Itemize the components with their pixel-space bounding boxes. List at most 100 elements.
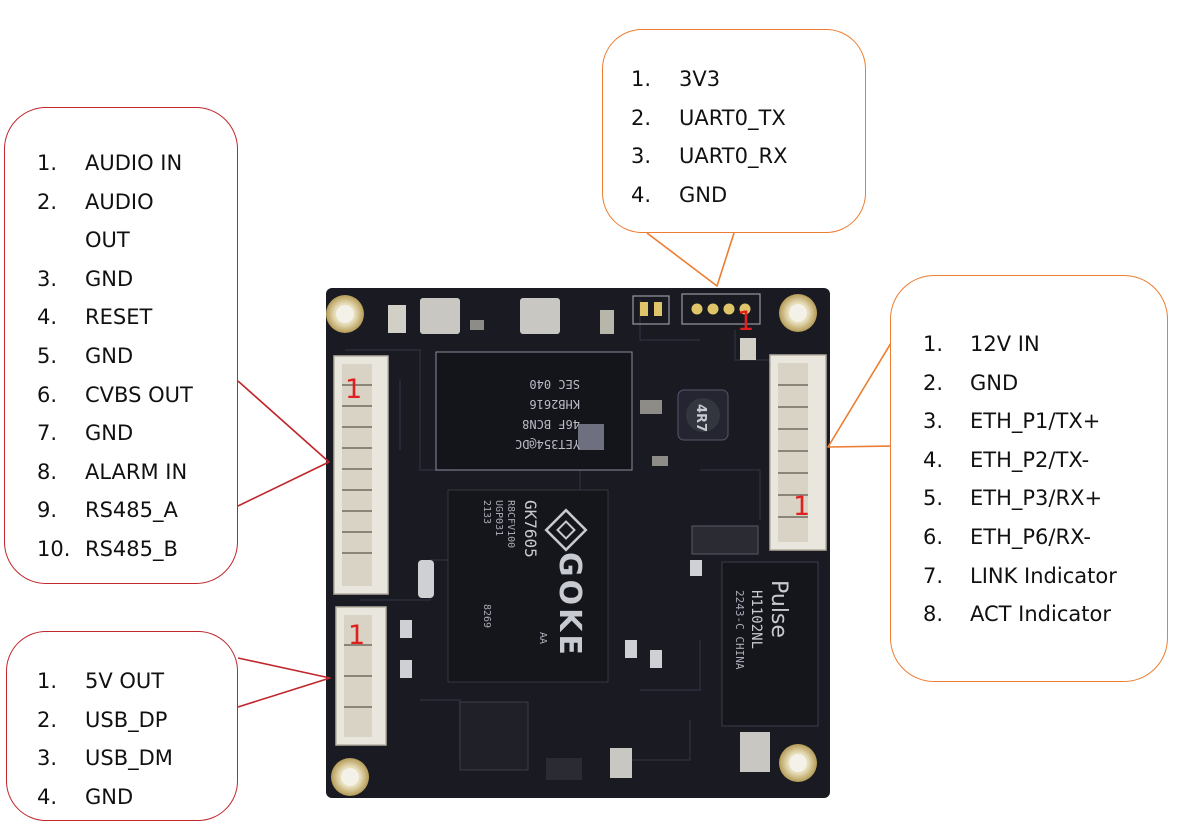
- pin-item: 9. RS485_A: [37, 491, 237, 530]
- memory-chip-line: SEC 040: [529, 377, 580, 391]
- pin-number: 4.: [37, 305, 58, 330]
- soc-line: R8CFV100: [505, 500, 516, 548]
- pin-label: 5V OUT: [85, 669, 165, 693]
- small-components: [388, 298, 770, 780]
- memory-chip-line: 46F BCN8: [522, 417, 580, 431]
- pin-number: 3.: [37, 266, 58, 291]
- pin-item: 1.3V3: [631, 60, 865, 99]
- pin-number: 8.: [923, 602, 944, 627]
- pin-item: 8. ACT Indicator: [923, 595, 1167, 634]
- pin-label: ETH_P6/RX-: [970, 524, 1091, 549]
- soc-logo-icon: [544, 508, 588, 552]
- pin-item: 2. AUDIO OUT: [37, 183, 237, 260]
- pin-number: 7.: [923, 563, 944, 588]
- pin-number: 10.: [37, 536, 71, 561]
- pin-label: GND: [85, 421, 134, 446]
- pin-item: 6.ETH_P6/RX-: [923, 518, 1167, 557]
- pin-label: AUDIO OUT: [85, 189, 154, 253]
- pin-item: 2. UART0_TX: [631, 99, 865, 138]
- power-eth-connector: [769, 354, 827, 551]
- callout-pointers: [237, 232, 892, 708]
- pin-number: 4.: [631, 182, 652, 207]
- pin-item: 1.AUDIO IN: [37, 144, 237, 183]
- ethernet-transformer: Pulse H1102NL 2243-C CHINA: [721, 561, 819, 727]
- pin-number: 1.: [37, 151, 58, 175]
- pin-list: 1.3V3 2. UART0_TX 3.UART0_RX 4. GND: [631, 60, 865, 214]
- pin-item: 3.USB_DM: [37, 739, 237, 778]
- pin-label: GND: [85, 784, 134, 809]
- pin-item: 10. RS485_B: [37, 530, 237, 569]
- memory-chip-line: YET354@DC: [515, 437, 580, 451]
- pin-number: 4.: [37, 784, 58, 809]
- pin-label: CVBS OUT: [85, 382, 193, 407]
- pin-list: 1.AUDIO IN 2. AUDIO OUT 3. GND 4.RESET 5.G…: [37, 144, 237, 569]
- pin-item: 7.GND: [37, 414, 237, 453]
- pin-label: ACT Indicator: [970, 602, 1111, 627]
- pin1-marker-eth: 1: [793, 491, 810, 522]
- pin-item: 4.ETH_P2/TX-: [923, 441, 1167, 480]
- inductor-label: 4R7: [693, 404, 708, 432]
- pin-label: USB_DP: [85, 707, 168, 732]
- soc-line: 8269: [481, 604, 492, 628]
- soc-line: UGP031: [493, 500, 504, 536]
- pin1-marker-uart: 1: [737, 306, 754, 337]
- mounting-hole-bottom-right: [779, 744, 817, 782]
- soc-model: GK7605: [521, 500, 540, 558]
- transformer-line: 2243-C CHINA: [733, 590, 746, 670]
- pin-item: 5. ETH_P3/RX+: [923, 479, 1167, 518]
- pin-number: 8.: [37, 459, 58, 484]
- pin-item: 4. GND: [37, 778, 237, 817]
- pin-number: 1.: [923, 332, 944, 356]
- pin1-marker-sensor: 1: [345, 374, 362, 405]
- pin-label: ALARM IN: [85, 459, 188, 484]
- pin-item: 4.RESET: [37, 298, 237, 337]
- pin-number: 9.: [37, 498, 58, 523]
- pin-item: 3. GND: [37, 260, 237, 299]
- pin-label: GND: [85, 266, 134, 291]
- uart-header: [632, 293, 761, 325]
- pin-label: 12V IN: [970, 332, 1040, 356]
- pin-label: GND: [970, 370, 1019, 395]
- pin-item: 1. 5V OUT: [37, 662, 237, 701]
- pin-number: 5.: [923, 486, 944, 511]
- pin-label: ETH_P1/TX+: [970, 409, 1101, 434]
- pin-list: 1. 12V IN 2. GND 3. ETH_P1/TX+ 4.ETH_P2/TX-…: [923, 325, 1167, 634]
- pin-item: 5.GND: [37, 337, 237, 376]
- usb-connector-callout: 1.5V OUT 2.USB_DP 3.USB_DM 4.GND: [6, 631, 238, 821]
- transformer-model: H1102NL: [748, 590, 764, 649]
- soc-chip: GOKE GK7605 R8CFV100 UGP031 2133 8269 AA: [447, 489, 609, 683]
- pin-label: 3V3: [679, 67, 721, 91]
- pin-label: LINK Indicator: [970, 563, 1117, 588]
- pin-item: 6.CVBS OUT: [37, 376, 237, 415]
- pin-label: GND: [679, 182, 728, 207]
- pin-item: 4. GND: [631, 176, 865, 215]
- pin-label: USB_DM: [85, 746, 173, 771]
- pin-label: UART0_TX: [679, 105, 786, 130]
- power-eth-connector-callout: 1. 12V IN 2. GND 3. ETH_P1/TX+ 4.ETH_P2/TX-…: [890, 275, 1168, 682]
- pin-item: 7. LINK Indicator: [923, 557, 1167, 596]
- sensor-connector-callout: 1.AUDIO IN 2. AUDIO OUT 3. GND 4.RESET 5.G…: [4, 107, 238, 584]
- pin-number: 3.: [631, 144, 652, 169]
- pin-number: 2.: [37, 189, 58, 214]
- pin-number: 2.: [923, 370, 944, 395]
- pin-number: 4.: [923, 447, 944, 472]
- usb-connector: [335, 606, 387, 746]
- pin-label: RS485_B: [85, 536, 178, 561]
- pin-number: 1.: [37, 669, 58, 693]
- pin-label: GND: [85, 343, 134, 368]
- pin-item: 3. ETH_P1/TX+: [923, 402, 1167, 441]
- pin-label: RS485_A: [85, 498, 178, 523]
- pin-item: 3.UART0_RX: [631, 137, 865, 176]
- memory-chip: YET354@DC 46F BCN8 KHB2616 SEC 040: [435, 351, 633, 471]
- soc-line: AA: [537, 632, 548, 644]
- pin-number: 2.: [631, 105, 652, 130]
- pin-item: 1. 12V IN: [923, 325, 1167, 364]
- pin-number: 3.: [923, 409, 944, 434]
- pin-item: 2. GND: [923, 364, 1167, 403]
- pin-label: ETH_P3/RX+: [970, 486, 1103, 511]
- sensor-connector: [333, 355, 389, 595]
- pin-item: 8. ALARM IN: [37, 453, 237, 492]
- pin-list: 1.5V OUT 2.USB_DP 3.USB_DM 4.GND: [37, 662, 237, 816]
